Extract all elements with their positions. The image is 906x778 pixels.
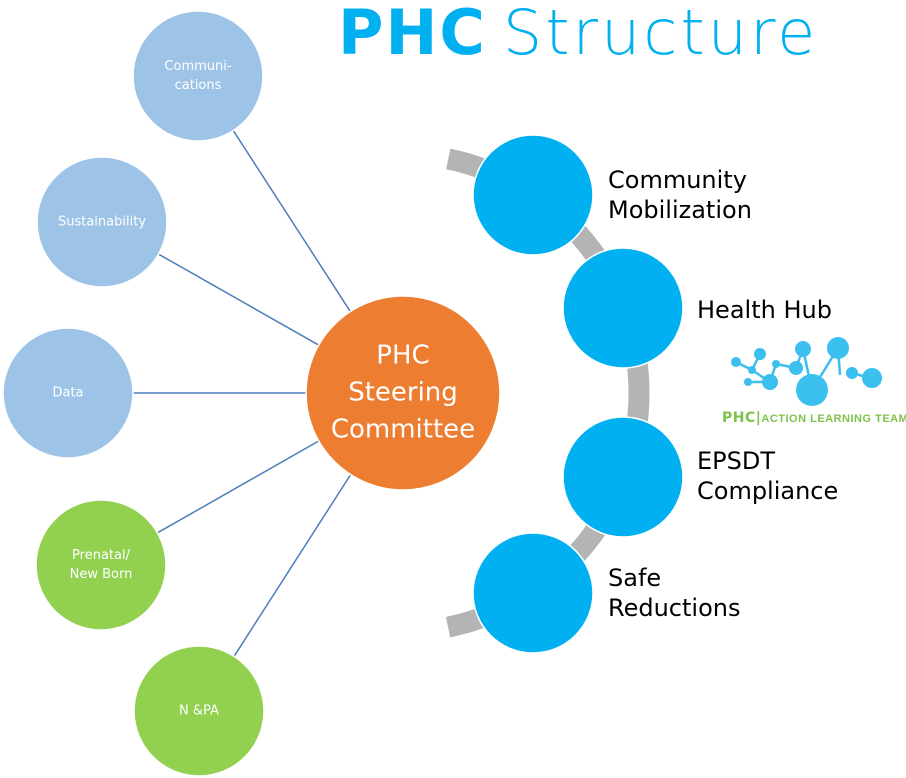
logo-dot xyxy=(862,368,882,388)
committee-label: Communi- cations xyxy=(164,59,232,93)
title-bold: PHC xyxy=(338,0,487,69)
connector-line xyxy=(233,474,352,657)
action-team-node xyxy=(472,134,594,256)
committee-label: Prenatal/ New Born xyxy=(69,548,133,582)
action-team-node xyxy=(562,416,684,538)
connector-line xyxy=(232,130,351,312)
logo-dot xyxy=(846,367,858,379)
logo-separator: | xyxy=(755,410,762,426)
committee-node xyxy=(132,10,264,142)
logo-dot xyxy=(744,378,752,386)
action-team-node xyxy=(472,532,594,654)
connector-line xyxy=(157,440,320,534)
connector-line xyxy=(158,253,320,346)
logo-tagline: ACTION LEARNING TEAMS xyxy=(761,413,906,425)
logo-dot xyxy=(772,360,780,368)
team-label-safe-reductions: Safe Reductions xyxy=(608,564,741,622)
title-light: Structure xyxy=(502,0,819,69)
committee-label: N &PA xyxy=(179,703,219,719)
action-team-node xyxy=(562,247,684,369)
committee-node xyxy=(35,499,167,631)
committee-label: Data xyxy=(52,385,84,401)
logo-dot xyxy=(795,341,811,357)
logo-dot xyxy=(754,348,766,360)
steering-committee-node xyxy=(305,295,501,491)
committee-label: Sustainability xyxy=(57,214,147,230)
network-logo-icon xyxy=(731,337,882,406)
team-label-community-mobilization: Community Mobilization xyxy=(608,166,752,224)
logo-prefix: PHC xyxy=(722,410,756,426)
team-label-health-hub: Health Hub xyxy=(697,296,832,324)
committee-node xyxy=(2,327,134,459)
steering-committee-label: PHC Steering Committee xyxy=(330,340,476,445)
team-label-epsdt-compliance: EPSDT Compliance xyxy=(697,447,839,505)
committee-node xyxy=(133,645,265,777)
committee-node xyxy=(36,156,168,288)
logo-dot xyxy=(748,366,756,374)
logo-dot xyxy=(796,374,828,406)
logo-dot xyxy=(789,361,803,375)
logo-dot xyxy=(827,337,849,359)
logo-dot xyxy=(762,374,778,390)
logo-text: PHC|ACTION LEARNING TEAMS xyxy=(722,410,906,426)
logo-dot xyxy=(731,357,741,367)
